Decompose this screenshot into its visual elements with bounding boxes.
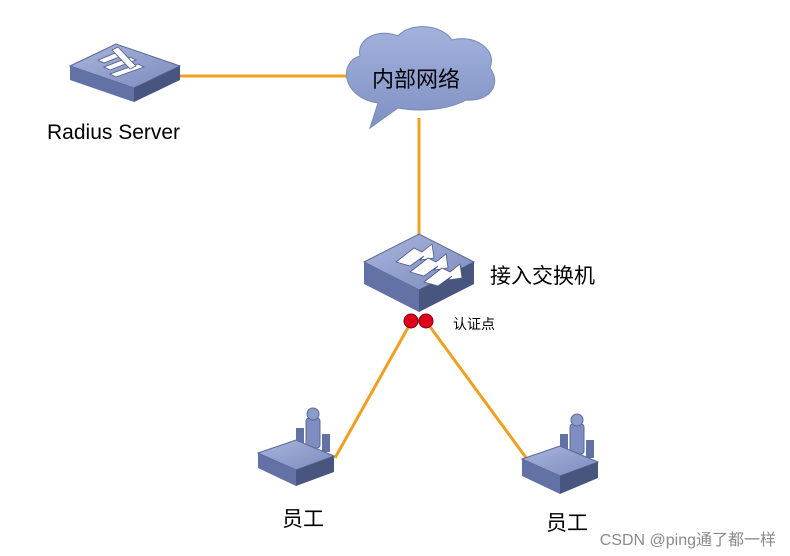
employee-2-label: 员工 [546,512,588,535]
link-switch-to-employee-1 [333,323,412,459]
server-icon [68,43,182,102]
pc-icon [520,413,600,494]
watermark: CSDN @ping通了都一样 [599,532,776,549]
cloud-icon [345,26,496,130]
radius-server-label: Radius Server [47,121,181,144]
internal-network-label: 内部网络 [372,67,461,92]
links [180,74,529,460]
pc-icon [256,407,336,486]
access-switch-label: 接入交换机 [490,265,595,288]
link-switch-to-employee-2 [426,323,529,460]
switch-icon [362,233,476,312]
auth-point-dots [403,313,434,329]
auth-point-label: 认证点 [453,316,495,332]
employee-1-label: 员工 [282,508,324,531]
